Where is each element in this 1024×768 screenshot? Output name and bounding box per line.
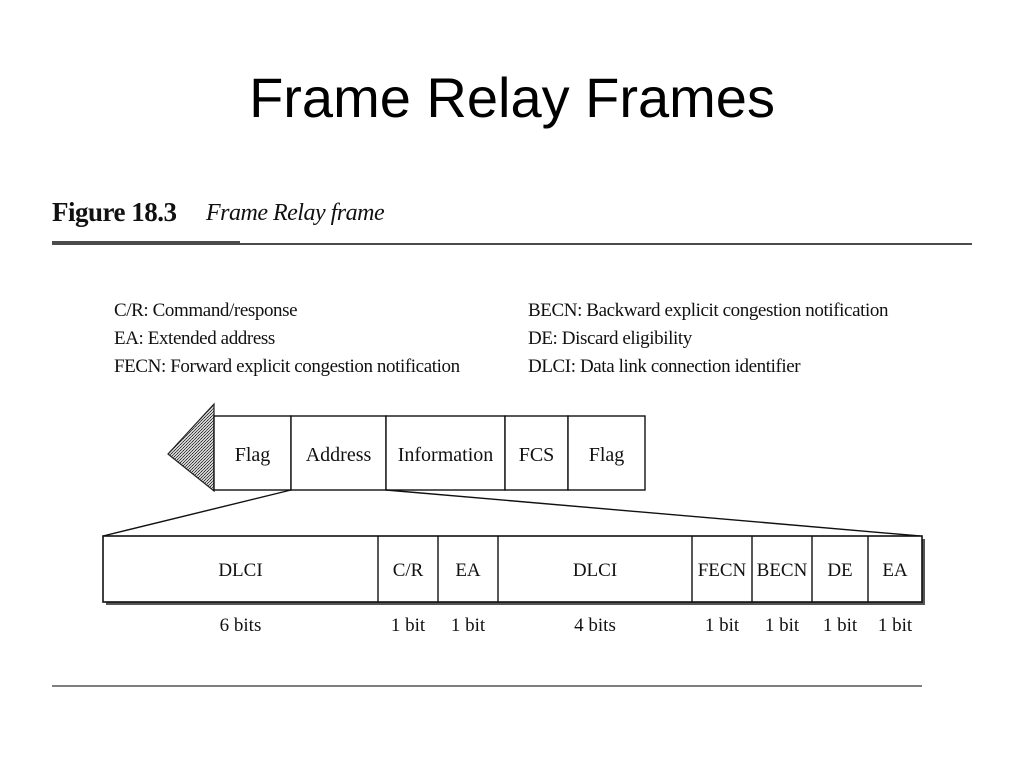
legend-item-dlci: DLCI: Data link connection identifier	[528, 356, 801, 377]
address-field-bits: 1 bit	[391, 615, 426, 636]
address-field-label: DLCI	[573, 560, 617, 581]
address-field-bits: 4 bits	[574, 615, 616, 636]
legend-item-becn: BECN: Backward explicit congestion notif…	[528, 300, 889, 321]
address-field-label: EA	[882, 560, 908, 581]
frame-field-label: Information	[398, 444, 494, 466]
figure-caption: Frame Relay frame	[206, 200, 385, 226]
frame-field-label: Flag	[235, 444, 271, 466]
legend-item-de: DE: Discard eligibility	[528, 328, 692, 349]
legend-item-cr: C/R: Command/response	[114, 300, 298, 321]
legend-right: BECN: Backward explicit congestion notif…	[528, 297, 888, 381]
frame-field-label: FCS	[519, 444, 555, 466]
address-field-bits: 1 bit	[823, 615, 858, 636]
address-boxes: DLCI 6 bits C/R 1 bit EA 1 bit DLCI 4 bits FECN 1…	[102, 535, 925, 636]
frame-field-box	[385, 415, 506, 491]
legend-item-ea: EA: Extended address	[114, 328, 275, 349]
slide-title: Frame Relay Frames	[249, 66, 775, 129]
address-field-bits: 1 bit	[878, 615, 913, 636]
frame-field-label: Flag	[589, 444, 625, 466]
frame-field-box	[504, 415, 569, 491]
address-field-label: C/R	[393, 560, 424, 581]
address-field-label: EA	[455, 560, 481, 581]
expansion-line-left	[102, 489, 292, 537]
address-field-bits: 1 bit	[451, 615, 486, 636]
legend-left: C/R: Command/response EA: Extended addre…	[114, 297, 460, 381]
figure-number: Figure 18.3	[52, 197, 177, 227]
address-field-bits: 1 bit	[705, 615, 740, 636]
address-field-label: FECN	[698, 560, 747, 581]
legend-item-fecn: FECN: Forward explicit congestion notifi…	[114, 356, 460, 377]
address-field-bits: 6 bits	[220, 615, 262, 636]
address-frame	[102, 535, 923, 603]
frame-field-label: Address	[306, 444, 372, 466]
frame-field-box	[567, 415, 646, 491]
frame-boxes: Flag Address Information FCS Flag	[213, 415, 646, 491]
address-field-label: DLCI	[218, 560, 262, 581]
address-field-label: BECN	[757, 560, 808, 581]
address-field-label: DE	[827, 560, 852, 581]
expansion-line-right	[385, 489, 921, 537]
address-field-bits: 1 bit	[765, 615, 800, 636]
frame-direction-arrow	[167, 402, 215, 493]
